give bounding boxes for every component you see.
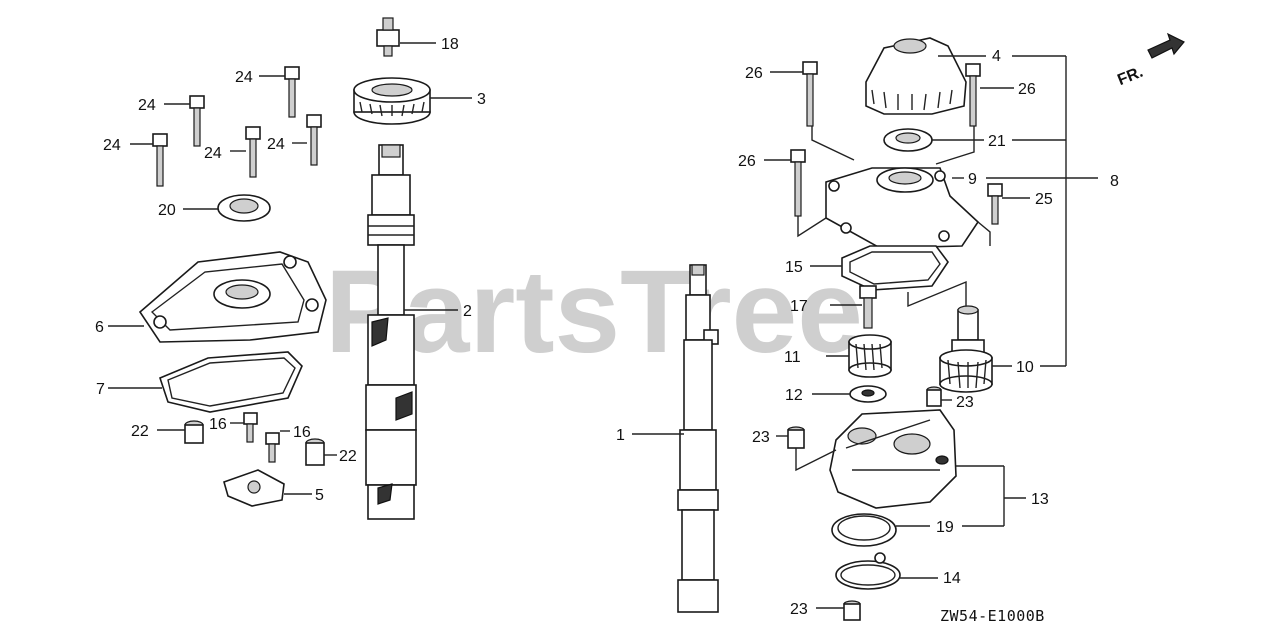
callout-24-c: 24 [103,137,121,154]
callout-19: 19 [936,519,954,536]
plate-5[interactable] [223,469,285,507]
oil-seal-21[interactable] [883,128,933,152]
bolt-18[interactable] [376,17,400,57]
bolt-26-a[interactable] [802,61,818,127]
bolt-16-b[interactable] [265,432,280,463]
callout-10: 10 [1016,359,1034,376]
callout-26-c: 26 [738,153,756,170]
callout-6: 6 [95,319,104,336]
callout-11: 11 [784,349,801,366]
shaft-2[interactable] [365,144,417,520]
gear-shaft-10[interactable] [939,305,993,393]
bolt-24-c[interactable] [306,114,322,166]
bolt-17[interactable] [859,285,877,329]
callout-24-b: 24 [138,97,156,114]
callout-9: 9 [968,171,977,188]
gear-11[interactable] [848,334,892,378]
callout-22-a: 22 [131,423,149,440]
shaft-1[interactable] [677,264,719,613]
callout-14: 14 [943,570,961,587]
dowel-pin-23-a[interactable] [926,386,942,407]
gear-3[interactable] [353,77,431,125]
bolt-24-b[interactable] [189,95,205,147]
dowel-pin-23-b[interactable] [787,426,805,449]
callout-16-a: 16 [209,416,227,433]
dowel-pin-23-c[interactable] [843,600,861,621]
dowel-pin-22-b[interactable] [305,438,325,466]
gasket-7[interactable] [159,351,303,413]
bolt-26-c[interactable] [790,149,806,217]
callout-labels: 18 3 24 24 24 24 24 20 6 2 7 22 16 16 22… [95,36,1119,625]
callout-8: 8 [1110,173,1119,190]
callout-17: 17 [790,298,808,315]
callout-21: 21 [988,133,1006,150]
callout-7: 7 [96,381,105,398]
cover-4[interactable] [865,37,967,115]
washer-12[interactable] [849,385,887,403]
dowel-pin-22-a[interactable] [184,420,204,444]
callout-20: 20 [158,202,176,219]
callout-24-e: 24 [267,136,285,153]
oil-seal-20[interactable] [217,194,271,222]
o-ring-14[interactable] [835,552,901,590]
bolt-24-a[interactable] [284,66,300,118]
callout-18: 18 [441,36,459,53]
bolt-24-e[interactable] [152,133,168,187]
leader-lines-right [764,55,1098,609]
callout-1: 1 [616,427,625,444]
callout-22-b: 22 [339,448,357,465]
diagram-code: ZW54-E1000B [940,607,1045,625]
callout-2: 2 [463,303,472,320]
case-13[interactable] [829,409,957,509]
callout-13: 13 [1031,491,1049,508]
callout-26-b: 26 [1018,81,1036,98]
bolt-25[interactable] [987,183,1003,225]
leader-lines-left [108,42,472,495]
ring-19[interactable] [831,513,897,547]
callout-12: 12 [785,387,803,404]
cover-6[interactable] [138,251,327,343]
callout-23-b: 23 [752,429,770,446]
callout-4: 4 [992,48,1001,65]
callout-25: 25 [1035,191,1053,208]
callout-15: 15 [785,259,803,276]
gasket-15[interactable] [841,245,949,291]
bolt-16-a[interactable] [243,412,258,443]
callout-5: 5 [315,487,324,504]
callout-16-b: 16 [293,424,311,441]
callout-24-d: 24 [204,145,222,162]
callout-26-a: 26 [745,65,763,82]
callout-24-a: 24 [235,69,253,86]
callout-23-a: 23 [956,394,974,411]
front-direction-arrow-icon: FR. [1115,32,1185,89]
bolt-24-d[interactable] [245,126,261,178]
bolt-26-b[interactable] [965,63,981,127]
callout-23-c: 23 [790,601,808,618]
direction-label: FR. [1115,64,1145,89]
callout-3: 3 [477,91,486,108]
housing-9[interactable] [825,167,980,249]
